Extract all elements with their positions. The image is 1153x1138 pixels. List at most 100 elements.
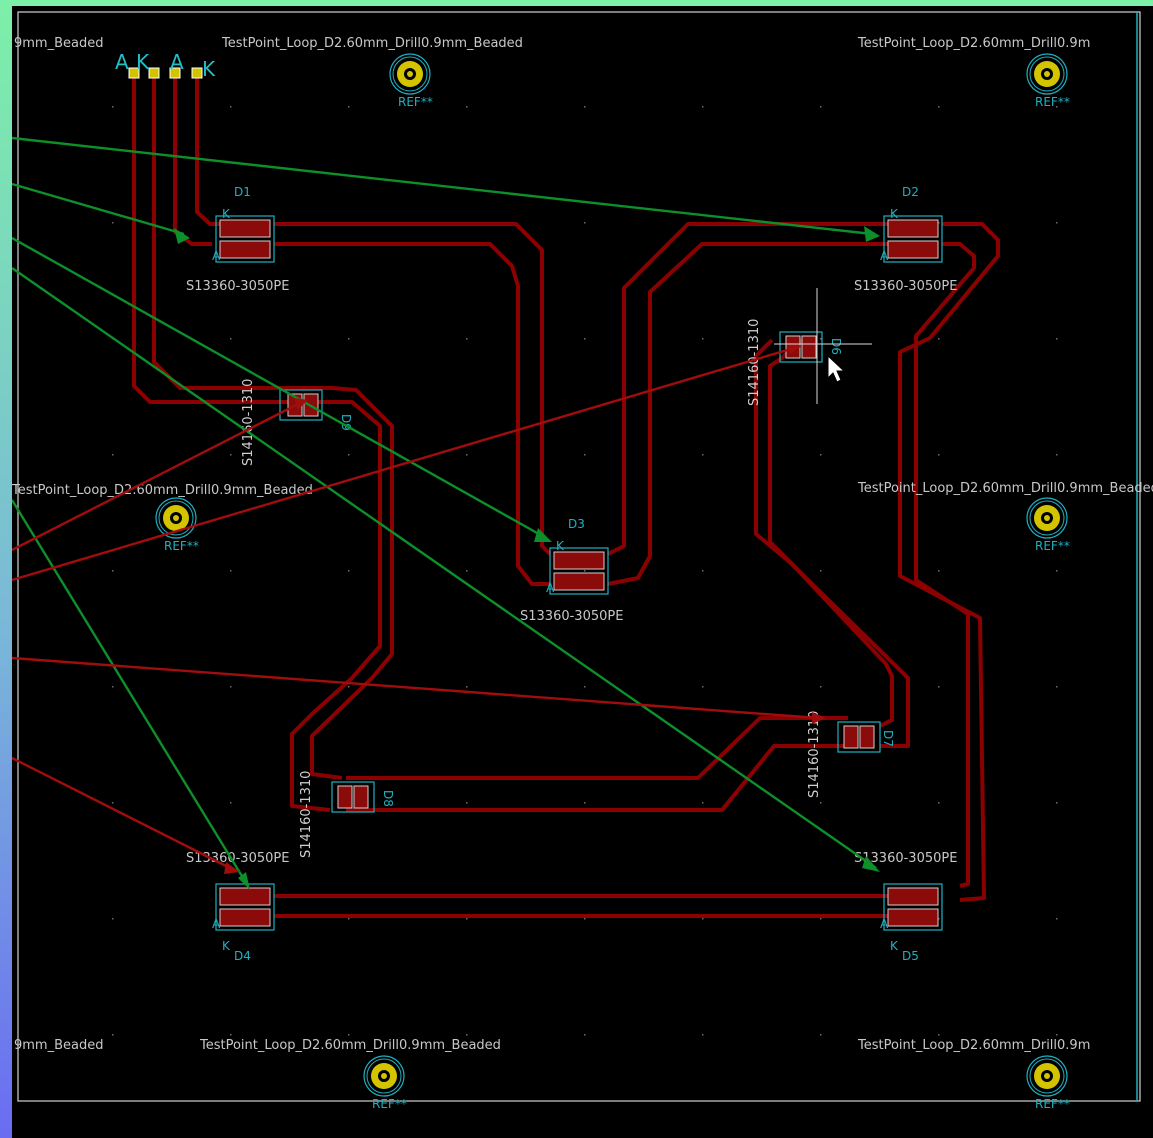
connector[interactable]: A K A K bbox=[115, 50, 216, 81]
copper-tracks bbox=[132, 76, 1000, 918]
sipm-ref-label: D2 bbox=[902, 185, 919, 199]
testpoint-bottom-right: REF** bbox=[1026, 1055, 1070, 1111]
grid bbox=[112, 106, 1058, 1036]
sipm-pad[interactable] bbox=[887, 240, 939, 259]
sipm-footprints: S13360-3050PED1KAS13360-3050PED2KAS13360… bbox=[186, 185, 957, 963]
ref-label: REF** bbox=[1035, 539, 1070, 553]
track bbox=[274, 222, 552, 556]
led-ref-label: D8 bbox=[381, 790, 395, 807]
led-d7[interactable]: S14160-1310 D7 bbox=[807, 711, 895, 798]
sipm-ref-label: D5 bbox=[902, 949, 919, 963]
ratsnest-arrow bbox=[812, 712, 826, 724]
sipm-pad[interactable] bbox=[219, 219, 271, 238]
ref-label: REF** bbox=[372, 1097, 407, 1111]
tp-label: TestPoint_Loop_D2.60mm_Drill0.9mm_Beaded bbox=[857, 481, 1153, 496]
pin-k-label: K bbox=[890, 939, 899, 953]
track bbox=[195, 76, 222, 226]
ratsnest-arrow bbox=[238, 872, 250, 890]
led-value-label: S14160-1310 bbox=[807, 711, 822, 798]
ratsnest-arrow bbox=[224, 862, 240, 874]
pin-label: A bbox=[170, 50, 184, 74]
sipm-pad[interactable] bbox=[219, 240, 271, 259]
ref-label: REF** bbox=[398, 95, 433, 109]
track bbox=[914, 242, 976, 888]
ratsnest-line bbox=[12, 182, 185, 236]
ratsnest-arrow bbox=[862, 856, 880, 872]
led-d8[interactable]: S14160-1310 D8 bbox=[299, 771, 395, 858]
ref-label: REF** bbox=[1035, 95, 1070, 109]
connector-pad[interactable] bbox=[128, 67, 140, 79]
pin-k-label: K bbox=[222, 207, 231, 221]
courtyard bbox=[883, 215, 943, 263]
ratsnest-arrow bbox=[174, 228, 190, 244]
sipm-value-label: S13360-3050PE bbox=[854, 279, 957, 294]
pin-label: K bbox=[136, 50, 150, 74]
ratsnest-line bbox=[12, 400, 303, 552]
track bbox=[152, 76, 394, 780]
sipm-pad[interactable] bbox=[219, 887, 271, 906]
pin-k-label: K bbox=[556, 539, 565, 553]
pcb-drawing[interactable]: REF** REF** REF** REF** REF** REF** bbox=[12, 6, 1153, 1138]
sipm-d2[interactable]: S13360-3050PE D2K A bbox=[854, 185, 957, 294]
connector-pad[interactable] bbox=[191, 67, 203, 79]
crosshair bbox=[774, 288, 872, 404]
pin-a-label: A bbox=[546, 581, 555, 595]
ratsnest bbox=[12, 136, 880, 890]
track bbox=[607, 222, 888, 556]
sipm-value-label: S13360-3050PE bbox=[854, 851, 957, 866]
pcb-canvas[interactable]: REF** REF** REF** REF** REF** REF** bbox=[12, 6, 1153, 1138]
ref-label: REF** bbox=[164, 539, 199, 553]
tp-label: TestPoint_Loop_D2.60mm_Drill0.9mm_Beaded bbox=[221, 36, 523, 51]
sipm-pad[interactable] bbox=[887, 908, 939, 927]
sipm-value-label: S13360-3050PE bbox=[520, 609, 623, 624]
courtyard bbox=[215, 215, 275, 263]
track bbox=[768, 338, 910, 748]
pin-a-label: A bbox=[880, 917, 889, 931]
ratsnest-arrow bbox=[864, 226, 880, 242]
connector-pad[interactable] bbox=[169, 67, 181, 79]
led-ref-label: D7 bbox=[881, 730, 895, 747]
sipm-pad[interactable] bbox=[553, 551, 605, 570]
sipm-value-label: S13360-3050PE bbox=[186, 851, 289, 866]
board-edge bbox=[17, 11, 1141, 1102]
ratsnest-line bbox=[12, 236, 547, 540]
sipm-pad[interactable] bbox=[887, 219, 939, 238]
ratsnest-arrow bbox=[294, 398, 308, 410]
courtyard bbox=[549, 547, 609, 595]
led-d6[interactable]: S14160-1310 D6 bbox=[747, 319, 843, 406]
sipm-pad[interactable] bbox=[887, 887, 939, 906]
ratsnest-arrow bbox=[534, 528, 552, 542]
sipm-d1[interactable]: S13360-3050PE D1K A bbox=[186, 185, 289, 294]
ratsnest-line bbox=[12, 499, 250, 887]
track bbox=[274, 242, 550, 586]
pin-label: K bbox=[202, 57, 216, 81]
sipm-pad[interactable] bbox=[553, 572, 605, 591]
testpoint-mid-right: REF** bbox=[1026, 497, 1070, 553]
sipm-pad[interactable] bbox=[219, 908, 271, 927]
pin-a-label: A bbox=[212, 917, 221, 931]
tp-label: 9mm_Beaded bbox=[14, 1038, 103, 1053]
testpoints: REF** REF** REF** REF** REF** REF** bbox=[155, 53, 1070, 1111]
connector-pad[interactable] bbox=[148, 67, 160, 79]
led-value-label: S14160-1310 bbox=[241, 379, 256, 466]
ratsnest-line bbox=[12, 656, 819, 720]
sipm-ref-label: D4 bbox=[234, 949, 251, 963]
track bbox=[754, 338, 894, 728]
pin-k-label: K bbox=[222, 939, 231, 953]
pin-k-label: K bbox=[890, 207, 899, 221]
ratsnest-line bbox=[12, 756, 235, 872]
testpoint-mid-left: REF** bbox=[155, 497, 199, 553]
led-d9[interactable]: S14160-1310 D9 bbox=[241, 379, 353, 466]
track bbox=[132, 76, 382, 812]
sipm-ref-label: D1 bbox=[234, 185, 251, 199]
led-value-label: S14160-1310 bbox=[299, 771, 314, 858]
pin-a-label: A bbox=[212, 249, 221, 263]
tp-label: TestPoint_Loop_D2.60mm_Drill0.9mm_Beaded bbox=[199, 1038, 501, 1053]
tp-label: TestPoint_Loop_D2.60mm_Drill0.9m bbox=[857, 1038, 1090, 1053]
arrow-pointer-icon bbox=[827, 354, 846, 383]
pin-a-label: A bbox=[880, 249, 889, 263]
sipm-value-label: S13360-3050PE bbox=[186, 279, 289, 294]
